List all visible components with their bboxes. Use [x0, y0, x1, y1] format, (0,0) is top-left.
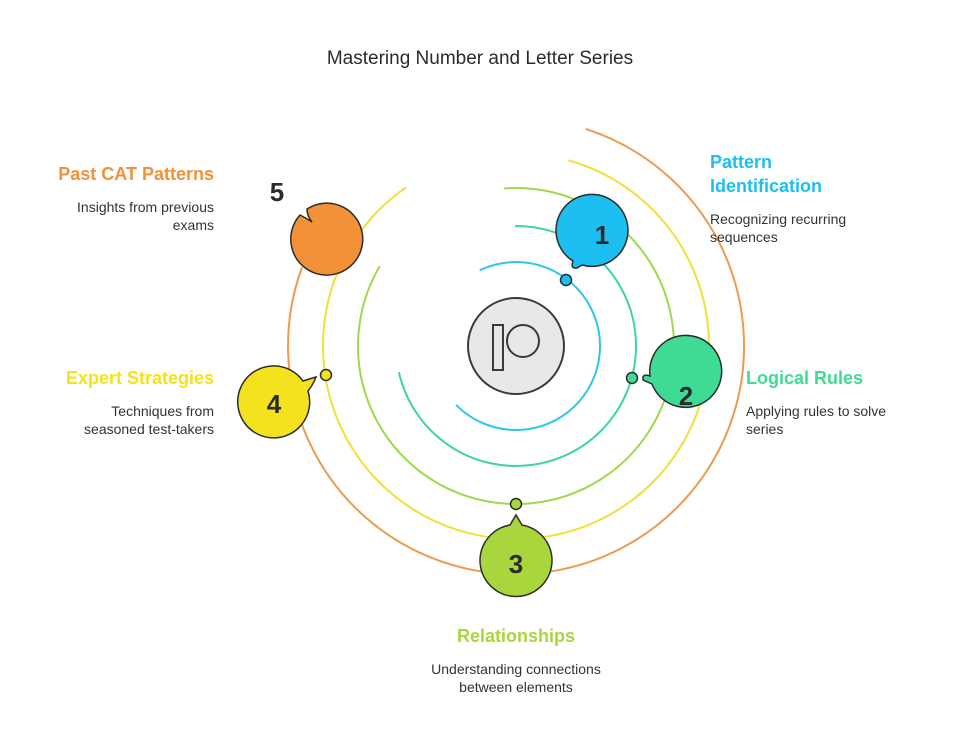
step-5-title: Past CAT Patterns — [58, 164, 214, 184]
step-2-title: Logical Rules — [746, 368, 864, 388]
step-badge-3: 3 — [479, 513, 553, 598]
step-2-description: Applying rules to solve series — [746, 402, 886, 438]
step-5-desc-line-1: Insights from previous — [77, 199, 214, 215]
step-1-title-line-2: Identification — [710, 176, 822, 196]
step-4-title: Expert Strategies — [65, 368, 214, 388]
step-badge-1: 1 — [555, 193, 629, 269]
step-3-title: Relationships — [456, 626, 576, 646]
patreon-logo-icon — [467, 297, 565, 395]
step-2-desc-line-2: series — [746, 421, 784, 437]
ring-step-1 — [455, 261, 602, 431]
step-badge-5: 5 — [270, 177, 364, 276]
step-5-description: Insights from previous exams — [14, 198, 214, 234]
step-4-desc-line-1: Techniques from — [111, 403, 214, 419]
step-2-desc-line-1: Applying rules to solve — [746, 403, 887, 419]
step-number-5: 5 — [270, 177, 284, 207]
step-1-desc-line-1: Recognizing recurring — [710, 211, 847, 227]
connector-dot-4 — [319, 368, 333, 382]
step-3-desc-line-2: between elements — [459, 679, 573, 695]
connector-dot-2 — [625, 371, 639, 385]
step-4-desc-line-2: seasoned test-takers — [84, 421, 214, 437]
step-number-1: 1 — [595, 220, 609, 250]
step-badge-4: 4 — [236, 365, 318, 439]
step-3-description: Understanding connections between elemen… — [386, 660, 646, 696]
step-number-3: 3 — [509, 549, 523, 579]
step-1-title-line-1: Pattern — [710, 152, 773, 172]
step-number-2: 2 — [679, 381, 693, 411]
connector-dot-1 — [559, 273, 573, 287]
step-number-4: 4 — [267, 389, 282, 419]
step-5-desc-line-2: exams — [172, 217, 214, 233]
step-4-description: Techniques from seasoned test-takers — [14, 402, 214, 438]
step-1-title: Pattern Identification — [710, 150, 822, 198]
step-badge-2: 2 — [642, 334, 723, 411]
connector-dot-3 — [509, 497, 523, 511]
ring-step-4 — [321, 159, 710, 540]
diagram-title: Mastering Number and Letter Series — [326, 48, 634, 69]
step-1-description: Recognizing recurring sequences — [710, 210, 846, 246]
ring-step-5 — [287, 128, 746, 576]
step-1-desc-line-2: sequences — [710, 229, 778, 245]
step-3-desc-line-1: Understanding connections — [431, 661, 601, 677]
